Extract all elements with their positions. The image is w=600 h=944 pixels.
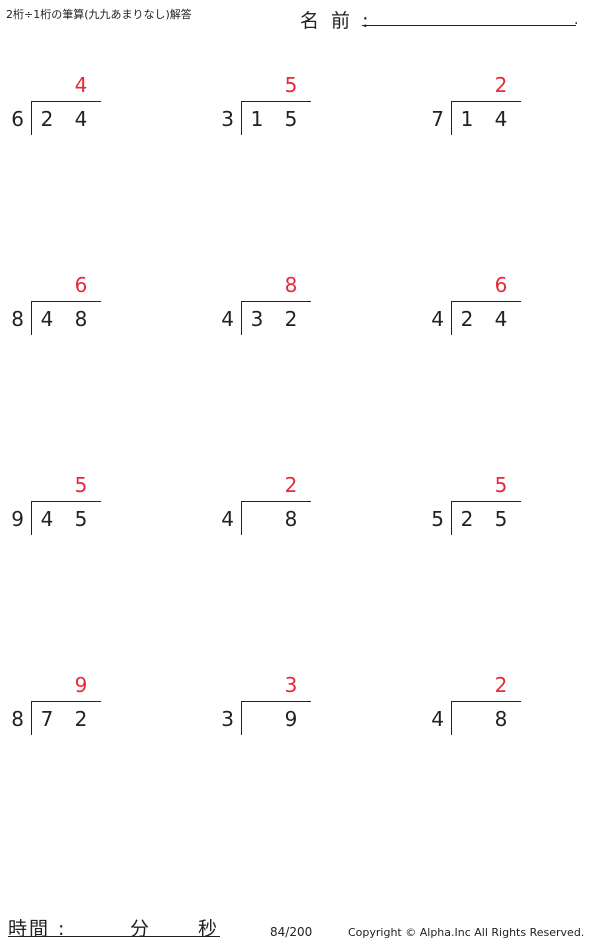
divisor: 8 xyxy=(11,707,24,731)
divisor: 9 xyxy=(11,507,24,531)
division-problem-1: 4 6 2 4 xyxy=(0,70,140,135)
division-bracket-vertical xyxy=(451,701,452,735)
division-bracket-vertical xyxy=(241,701,242,735)
division-bracket-vertical xyxy=(241,101,242,135)
division-bracket-horizontal xyxy=(451,301,521,302)
dividend-ones-digit: 9 xyxy=(284,707,298,731)
dividend-tens-digit: 1 xyxy=(460,107,474,131)
time-minutes-label: 分 xyxy=(130,918,150,940)
division-problem-3: 2 7 1 4 xyxy=(420,70,560,135)
division-bracket-vertical xyxy=(31,701,32,735)
divisor: 4 xyxy=(221,307,234,331)
division-bracket-vertical xyxy=(31,501,32,535)
time-field-line xyxy=(8,936,220,937)
division-bracket-vertical xyxy=(451,301,452,335)
dividend-tens-digit: 4 xyxy=(40,307,54,331)
answer-quotient: 6 xyxy=(74,273,88,297)
page-number: 84/200 xyxy=(270,925,313,939)
divisor: 6 xyxy=(11,107,24,131)
divisor: 3 xyxy=(221,707,234,731)
dividend-ones-digit: 8 xyxy=(494,707,508,731)
division-bracket-horizontal xyxy=(31,301,101,302)
divisor: 4 xyxy=(431,707,444,731)
name-field-line xyxy=(362,25,576,26)
dividend-tens-digit: 2 xyxy=(460,507,474,531)
answer-quotient: 2 xyxy=(284,473,298,497)
dividend-ones-digit: 8 xyxy=(284,507,298,531)
division-problem-4: 6 8 4 8 xyxy=(0,270,140,335)
dividend-ones-digit: 5 xyxy=(74,507,88,531)
division-bracket-vertical xyxy=(241,301,242,335)
division-bracket-horizontal xyxy=(451,701,521,702)
dividend-tens-digit: 7 xyxy=(40,707,54,731)
division-bracket-vertical xyxy=(31,101,32,135)
division-bracket-horizontal xyxy=(241,501,311,502)
division-bracket-horizontal xyxy=(451,501,521,502)
division-bracket-vertical xyxy=(451,501,452,535)
dividend-ones-digit: 5 xyxy=(494,507,508,531)
dividend-ones-digit: 5 xyxy=(284,107,298,131)
time-seconds-label: 秒 xyxy=(198,918,218,940)
dividend-ones-digit: 4 xyxy=(74,107,88,131)
division-bracket-horizontal xyxy=(241,301,311,302)
copyright-notice: Copyright © Alpha.Inc All Rights Reserve… xyxy=(348,926,585,939)
answer-quotient: 8 xyxy=(284,273,298,297)
divisor: 8 xyxy=(11,307,24,331)
division-problem-8: 2 4 8 xyxy=(210,470,350,535)
division-bracket-vertical xyxy=(451,101,452,135)
division-bracket-horizontal xyxy=(31,701,101,702)
dividend-ones-digit: 4 xyxy=(494,307,508,331)
worksheet-title: 2桁÷1桁の筆算(九九あまりなし)解答 xyxy=(6,8,192,21)
division-bracket-horizontal xyxy=(241,701,311,702)
divisor: 5 xyxy=(431,507,444,531)
division-problem-2: 5 3 1 5 xyxy=(210,70,350,135)
answer-quotient: 5 xyxy=(284,73,298,97)
divisor: 4 xyxy=(221,507,234,531)
division-bracket-horizontal xyxy=(31,501,101,502)
division-problem-12: 2 4 8 xyxy=(420,670,560,735)
answer-quotient: 2 xyxy=(494,673,508,697)
dividend-ones-digit: 2 xyxy=(284,307,298,331)
time-label: 時間 : xyxy=(8,918,67,940)
dividend-ones-digit: 2 xyxy=(74,707,88,731)
divisor: 7 xyxy=(431,107,444,131)
name-field-dot: . xyxy=(574,12,579,28)
division-problem-10: 9 8 7 2 xyxy=(0,670,140,735)
answer-quotient: 2 xyxy=(494,73,508,97)
divisor: 4 xyxy=(431,307,444,331)
dividend-tens-digit: 1 xyxy=(250,107,264,131)
answer-quotient: 5 xyxy=(74,473,88,497)
answer-quotient: 3 xyxy=(284,673,298,697)
dividend-tens-digit: 4 xyxy=(40,507,54,531)
dividend-ones-digit: 4 xyxy=(494,107,508,131)
dividend-ones-digit: 8 xyxy=(74,307,88,331)
divisor: 3 xyxy=(221,107,234,131)
division-problem-7: 5 9 4 5 xyxy=(0,470,140,535)
division-problem-5: 8 4 3 2 xyxy=(210,270,350,335)
division-bracket-vertical xyxy=(31,301,32,335)
answer-quotient: 5 xyxy=(494,473,508,497)
answer-quotient: 4 xyxy=(74,73,88,97)
division-bracket-horizontal xyxy=(451,101,521,102)
division-bracket-vertical xyxy=(241,501,242,535)
answer-quotient: 6 xyxy=(494,273,508,297)
division-problem-11: 3 3 9 xyxy=(210,670,350,735)
dividend-tens-digit: 3 xyxy=(250,307,264,331)
dividend-tens-digit: 2 xyxy=(40,107,54,131)
division-bracket-horizontal xyxy=(31,101,101,102)
dividend-tens-digit: 2 xyxy=(460,307,474,331)
division-problem-9: 5 5 2 5 xyxy=(420,470,560,535)
division-problem-6: 6 4 2 4 xyxy=(420,270,560,335)
name-label: 名 前 : xyxy=(300,10,372,32)
division-bracket-horizontal xyxy=(241,101,311,102)
answer-quotient: 9 xyxy=(74,673,88,697)
